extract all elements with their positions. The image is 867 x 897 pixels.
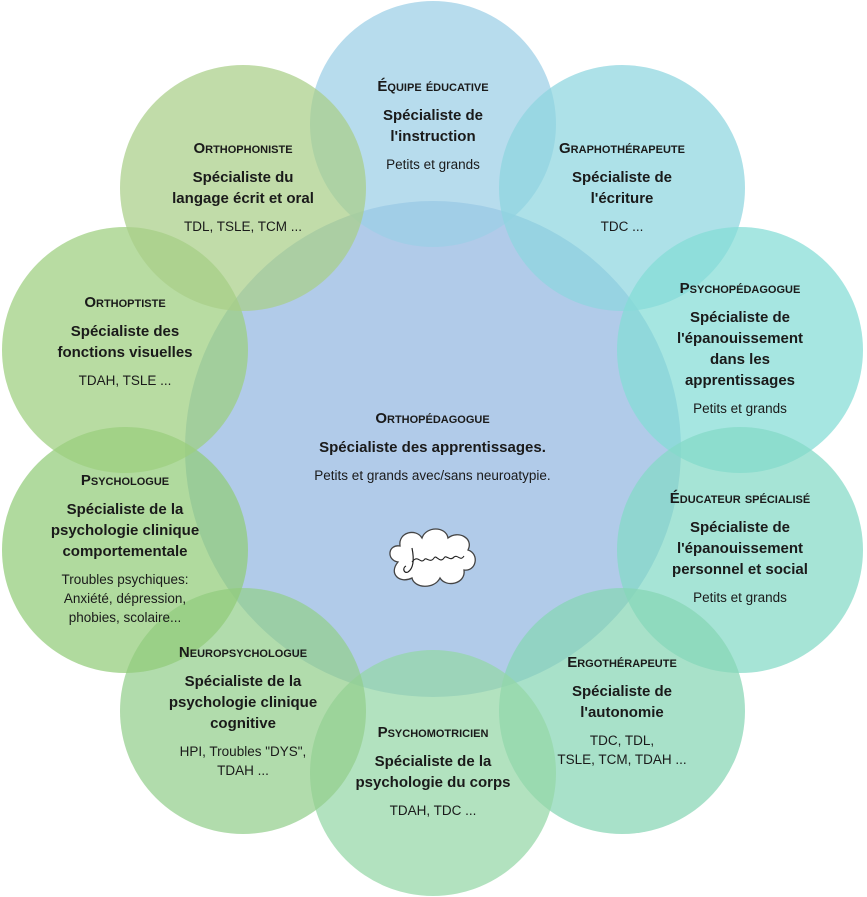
public-line: TDC ... <box>600 219 644 234</box>
role-equipe: Spécialiste de l'instruction <box>338 105 528 147</box>
role-line: l'autonomie <box>580 704 664 721</box>
role-line: Spécialiste de <box>689 519 791 536</box>
role-line: personnel et social <box>672 561 808 578</box>
circle-psychomot <box>310 650 556 896</box>
role-psychomot: Spécialiste de la psychologie du corps <box>333 751 533 793</box>
role-line: dans les <box>709 351 771 368</box>
role-line: l'épanouissement <box>676 330 804 347</box>
public-line: Petits et grands <box>693 401 787 416</box>
role-psychoped: Spécialiste de l'épanouissement dans les ap… <box>640 307 840 391</box>
public-orthoptiste: TDAH, TSLE ... <box>25 371 225 390</box>
public-line: TDAH, TSLE ... <box>78 373 172 388</box>
public-ergo: TDC, TDL, TSLE, TCM, TDAH ... <box>522 731 722 769</box>
title-psychoped: Psychopédagogue <box>679 280 801 297</box>
role-line: l'écriture <box>590 190 654 207</box>
title-equipe: Équipe éducative <box>377 78 489 95</box>
public-line: TDAH, TDC ... <box>389 803 477 818</box>
title-psycho: Psychologue <box>80 472 170 489</box>
public-line: Petits et grands <box>386 157 480 172</box>
role-orthoptiste: Spécialiste des fonctions visuelles <box>25 321 225 363</box>
role-line: Spécialiste de <box>689 309 791 326</box>
role-line: Spécialiste de <box>571 683 673 700</box>
circle-equipe <box>310 1 556 247</box>
role-line: Spécialiste du <box>192 169 294 186</box>
circle-orthophoniste <box>120 65 366 311</box>
title-orthoptiste: Orthoptiste <box>84 294 166 311</box>
role-line: Spécialiste de la <box>66 501 184 518</box>
center-public: Petits et grands avec/sans neuroatypie. <box>314 468 551 483</box>
circle-psychoped <box>617 227 863 473</box>
title-psychomot: Psychomotricien <box>377 724 489 741</box>
role-line: apprentissages <box>684 372 796 389</box>
role-line: psychologie clinique <box>168 694 318 711</box>
role-grapho: Spécialiste de l'écriture <box>527 167 717 209</box>
center-label: Orthopédagogue Spécialiste des apprentis… <box>240 410 625 485</box>
center-role: Spécialiste des apprentissages. <box>319 439 546 456</box>
public-line: TDC, TDL, <box>589 733 655 748</box>
role-educ: Spécialiste de l'épanouissement personnel … <box>640 517 840 580</box>
public-line: phobies, scolaire... <box>68 610 182 625</box>
public-orthophoniste: TDL, TSLE, TCM ... <box>143 217 343 236</box>
public-psychoped: Petits et grands <box>640 399 840 418</box>
public-equipe: Petits et grands <box>338 155 528 174</box>
public-grapho: TDC ... <box>527 217 717 236</box>
role-line: Spécialiste de la <box>374 753 492 770</box>
public-line: Anxiété, dépression, <box>63 591 187 606</box>
role-line: Spécialiste de la <box>184 673 302 690</box>
role-line: Spécialiste de <box>382 107 484 124</box>
role-line: Spécialiste de <box>571 169 673 186</box>
title-neuro: Neuropsychologue <box>178 644 308 661</box>
center-title: Orthopédagogue <box>375 410 490 427</box>
role-line: l'instruction <box>390 128 476 145</box>
public-psycho: Troubles psychiques: Anxiété, dépression,… <box>20 570 230 627</box>
public-psychomot: TDAH, TDC ... <box>333 801 533 820</box>
public-educ: Petits et grands <box>640 588 840 607</box>
role-line: comportementale <box>62 543 188 560</box>
title-educ: Éducateur spécialisé <box>669 490 811 507</box>
role-orthophoniste: Spécialiste du langage écrit et oral <box>143 167 343 209</box>
circle-ergo <box>499 588 745 834</box>
role-line: l'épanouissement <box>676 540 804 557</box>
title-ergo: Ergothérapeute <box>567 654 677 671</box>
role-ergo: Spécialiste de l'autonomie <box>522 681 722 723</box>
public-line: Troubles psychiques: <box>61 572 189 587</box>
jamadawe-logo <box>389 528 476 587</box>
role-line: cognitive <box>210 715 276 732</box>
role-line: Spécialiste des <box>70 323 180 340</box>
public-neuro: HPI, Troubles "DYS", TDAH ... <box>143 742 343 780</box>
title-grapho: Graphothérapeute <box>559 140 685 157</box>
role-line: psychologie du corps <box>355 774 511 791</box>
circle-psycho <box>2 427 248 673</box>
role-line: langage écrit et oral <box>172 190 314 207</box>
center-circle <box>185 201 681 697</box>
role-psycho: Spécialiste de la psychologie clinique com… <box>20 499 230 562</box>
public-line: TSLE, TCM, TDAH ... <box>557 752 687 767</box>
role-neuro: Spécialiste de la psychologie clinique cog… <box>143 671 343 734</box>
public-line: Petits et grands <box>693 590 787 605</box>
role-line: fonctions visuelles <box>57 344 193 361</box>
public-line: TDL, TSLE, TCM ... <box>183 219 303 234</box>
public-line: HPI, Troubles "DYS", <box>179 744 307 759</box>
public-line: TDAH ... <box>217 763 269 778</box>
role-line: psychologie clinique <box>50 522 200 539</box>
title-orthophoniste: Orthophoniste <box>193 140 293 157</box>
